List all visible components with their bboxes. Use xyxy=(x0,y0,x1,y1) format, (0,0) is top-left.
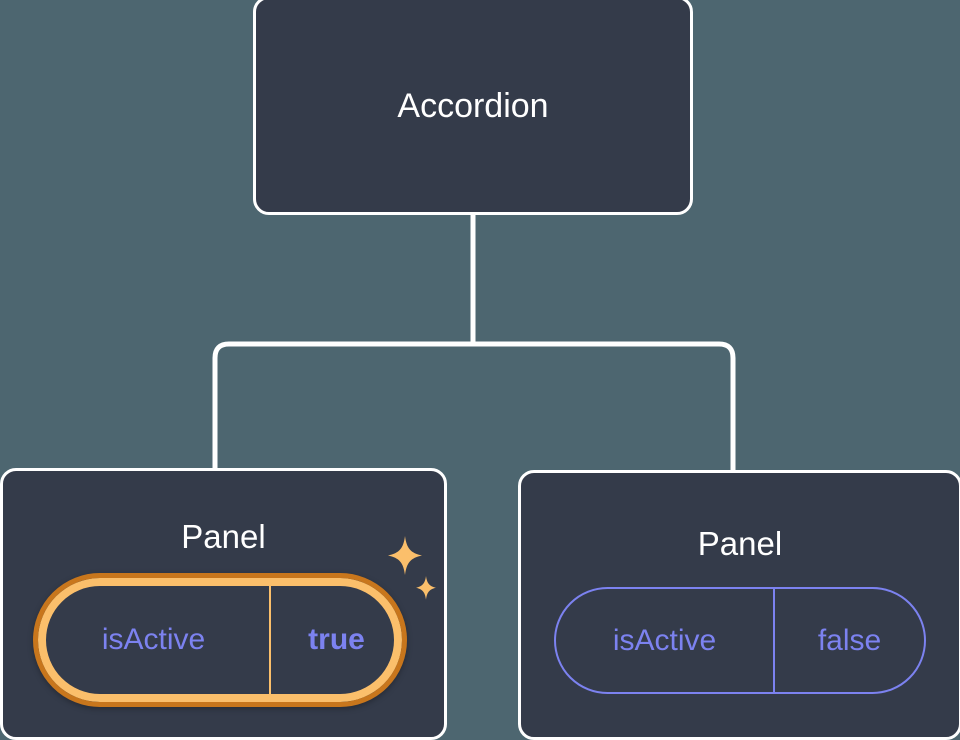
prop-pill-isactive-true[interactable]: isActive true xyxy=(33,573,407,707)
edge-bus-to-children xyxy=(212,341,736,472)
sparkle-small xyxy=(416,576,436,600)
node-panel-left-title: Panel xyxy=(181,518,266,555)
prop-value-label: true xyxy=(269,586,402,694)
prop-pill-isactive-false[interactable]: isActive false xyxy=(554,587,926,694)
prop-key-label: isActive xyxy=(101,623,206,656)
node-accordion[interactable]: Accordion xyxy=(253,0,693,215)
node-accordion-title: Accordion xyxy=(397,86,549,125)
node-panel-right-title: Panel xyxy=(697,525,783,562)
sparkles-icon xyxy=(388,536,436,600)
sparkle-large xyxy=(388,536,422,575)
prop-key-label: isActive xyxy=(612,623,717,657)
prop-value-label: false xyxy=(773,589,924,692)
